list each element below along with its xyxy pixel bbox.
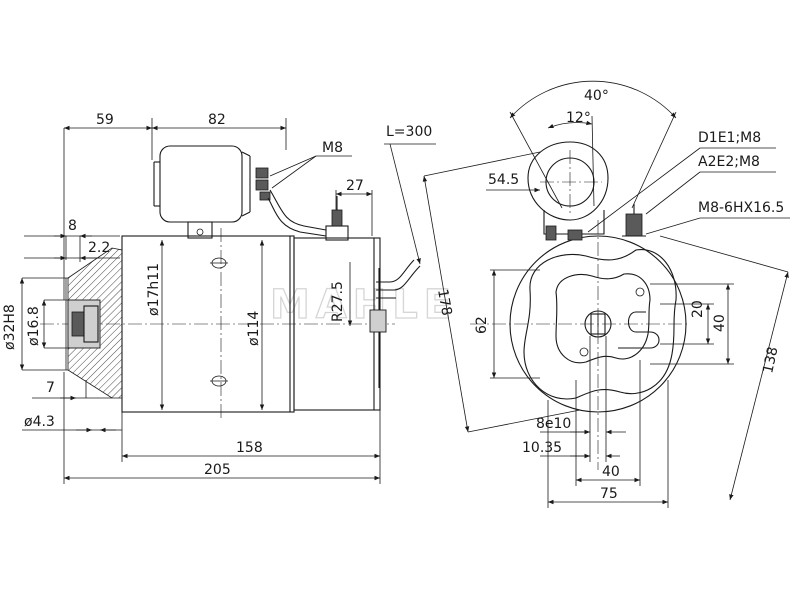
dim-cable-length: L=300 bbox=[386, 124, 432, 140]
dim-40-horizontal: 40 bbox=[602, 464, 620, 480]
dim-m8-solenoid: M8 bbox=[322, 140, 343, 156]
dim-angle-12: 12° bbox=[566, 110, 591, 126]
dim-40-vertical: 40 bbox=[712, 314, 728, 332]
end-terminal-stud bbox=[625, 213, 643, 237]
dim-32h8: ø32H8 bbox=[2, 304, 18, 350]
dim-82: 82 bbox=[208, 112, 226, 128]
solenoid bbox=[159, 145, 243, 223]
dim-7: 7 bbox=[46, 380, 55, 396]
end-housing bbox=[509, 235, 687, 413]
dim-114: ø114 bbox=[246, 311, 262, 346]
dim-178: 178 bbox=[434, 288, 454, 317]
dim-10-35: 10.35 bbox=[522, 440, 562, 456]
dim-54-5: 54.5 bbox=[488, 172, 519, 188]
end-cap bbox=[523, 249, 677, 400]
rear-cable bbox=[376, 259, 415, 283]
dim-8: 8 bbox=[68, 218, 77, 234]
shaft bbox=[584, 310, 612, 338]
dim-75: 75 bbox=[600, 486, 618, 502]
dim-2-2: 2.2 bbox=[88, 240, 110, 256]
dim-138: 138 bbox=[760, 345, 781, 374]
solenoid-lug bbox=[527, 141, 609, 221]
dim-20: 20 bbox=[690, 300, 706, 318]
dim-16-8: ø16.8 bbox=[26, 306, 42, 346]
label-d1e1: D1E1;M8 bbox=[698, 130, 761, 146]
dim-4-3: ø4.3 bbox=[24, 414, 55, 430]
dim-angle-40: 40° bbox=[584, 88, 609, 104]
dim-62: 62 bbox=[474, 316, 490, 334]
dim-59: 59 bbox=[96, 112, 114, 128]
solenoid-cable bbox=[267, 197, 327, 237]
solenoid-bracket bbox=[187, 221, 213, 239]
dim-205: 205 bbox=[204, 462, 231, 478]
dim-r27-5: R27.5 bbox=[330, 281, 346, 322]
watermark-logo: MAHLE bbox=[270, 282, 457, 328]
dim-27: 27 bbox=[346, 178, 364, 194]
terminal-stud bbox=[331, 209, 343, 227]
dim-8e10: 8e10 bbox=[536, 416, 571, 432]
dim-17h11: ø17h11 bbox=[146, 263, 162, 316]
label-a2e2: A2E2;M8 bbox=[698, 154, 760, 170]
label-m8-6hx: M8-6HX16.5 bbox=[698, 200, 784, 216]
side-view: 59 82 M8 27 8 2.2 ø32H8 ø16.8 ø17 bbox=[2, 112, 436, 484]
dim-158: 158 bbox=[236, 440, 263, 456]
end-view: 40° 12° 54.5 D1E1;M8 A2E2;M8 M8-6HX16.5 … bbox=[422, 80, 790, 508]
